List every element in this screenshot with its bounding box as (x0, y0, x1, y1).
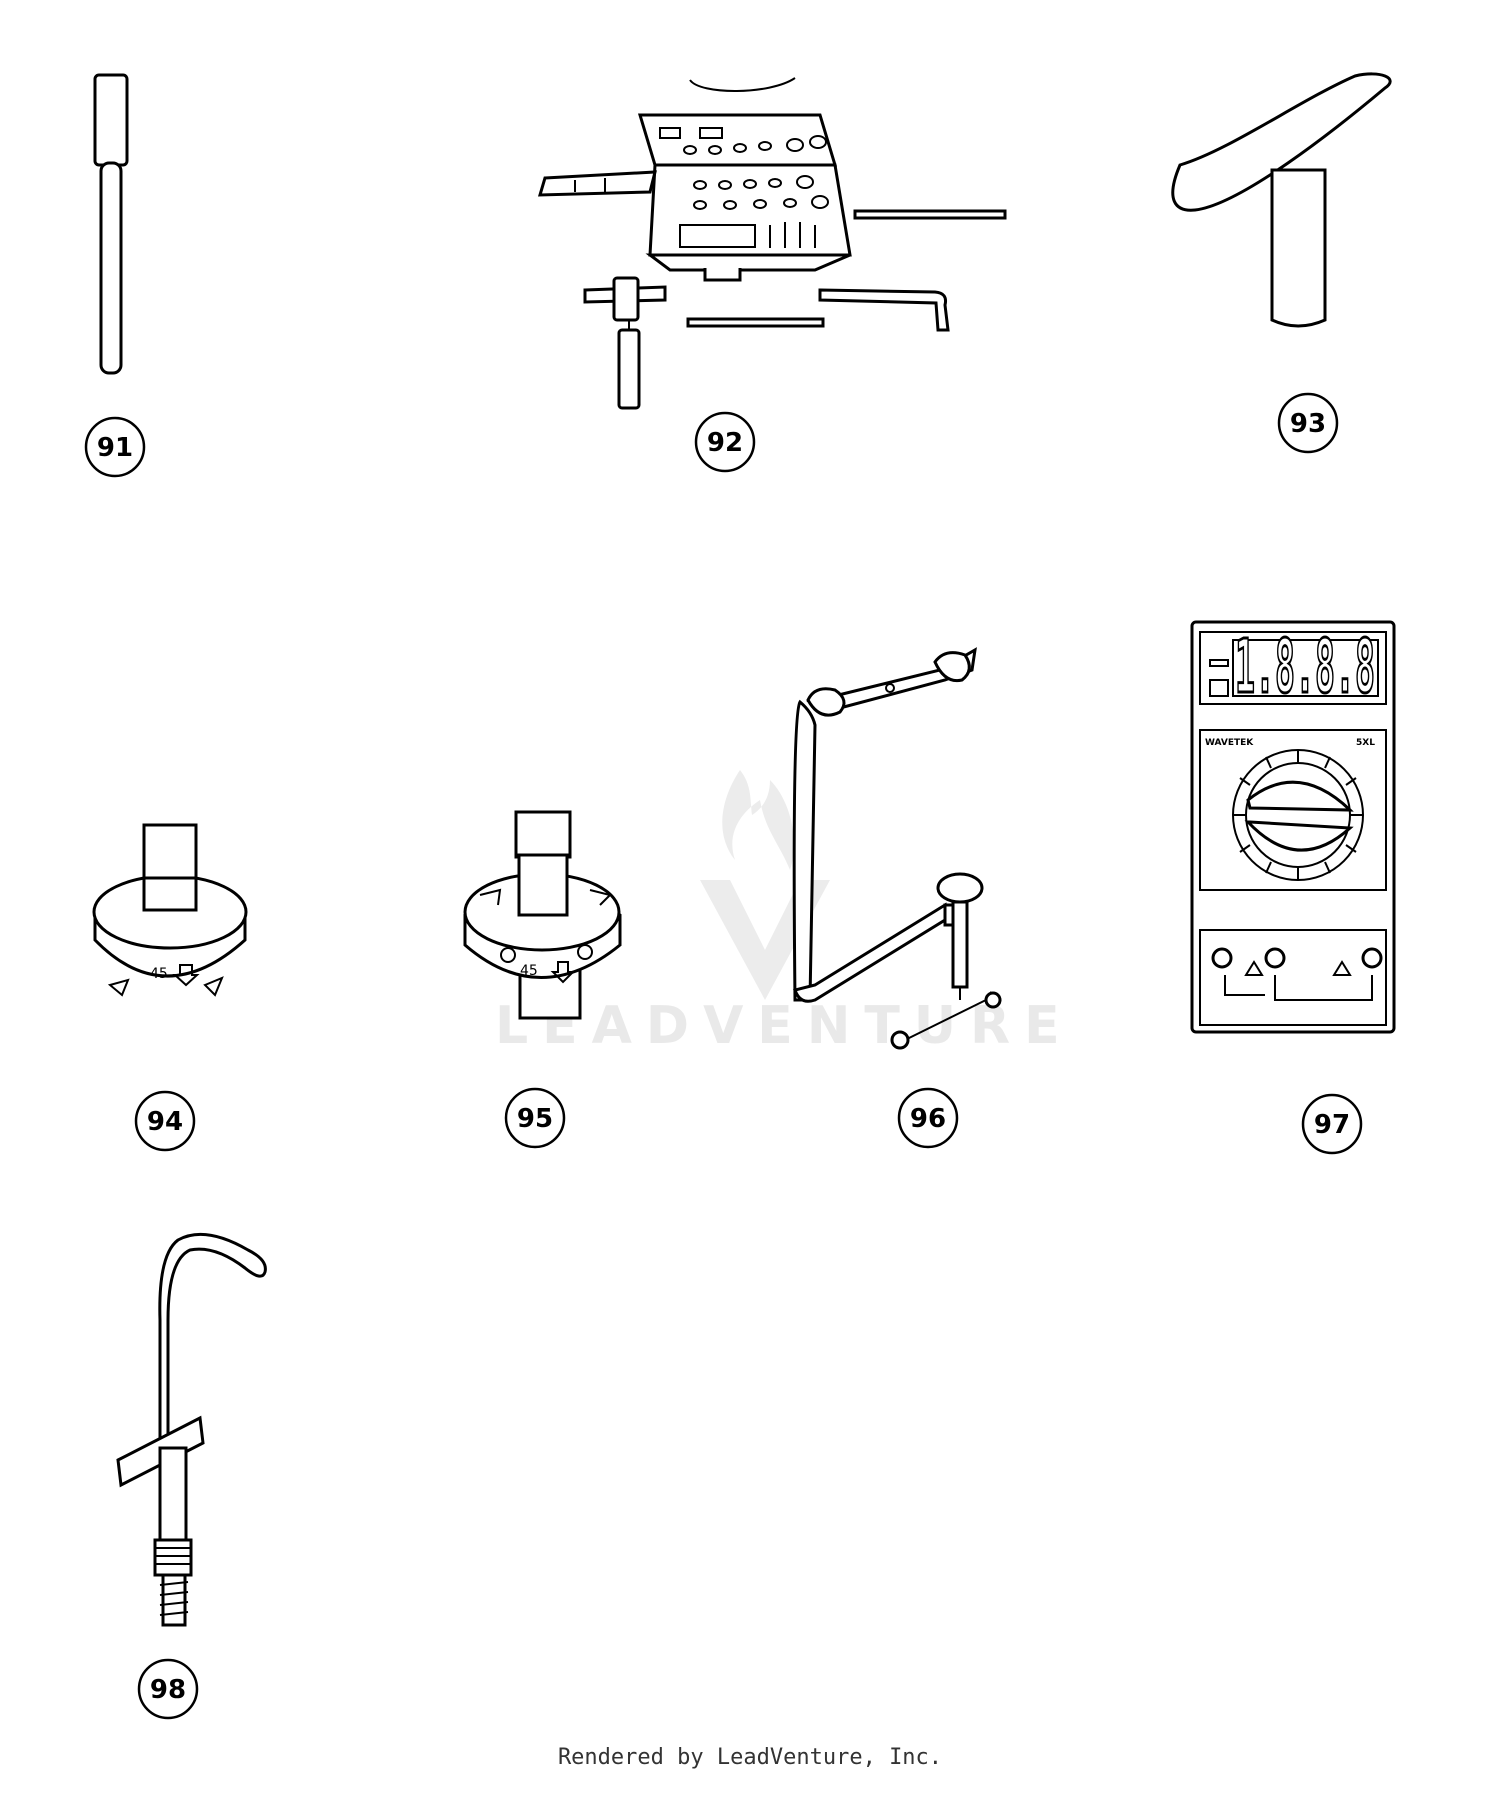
footer-credit: Rendered by LeadVenture, Inc. (557, 1745, 943, 1770)
part-92-drawing (537, 77, 1007, 410)
part-93-drawing (1171, 72, 1392, 328)
part-94-drawing: 45 (92, 823, 248, 997)
callout-94[interactable]: 94 (134, 1090, 196, 1152)
svg-text:45: 45 (150, 966, 168, 982)
part-96-drawing (792, 647, 1002, 1050)
watermark-text: LEADVENTURE (495, 996, 1074, 1056)
callout-98[interactable]: 98 (137, 1658, 199, 1720)
part-98-drawing (116, 1232, 267, 1627)
part-97-drawing: 1.8.8.8 WAVETEK 5XL (1190, 620, 1396, 1034)
callout-91[interactable]: 91 (84, 416, 146, 478)
svg-text:45: 45 (520, 963, 538, 979)
svg-text:98: 98 (150, 1675, 186, 1705)
svg-text:97: 97 (1314, 1110, 1350, 1140)
svg-text:95: 95 (517, 1104, 553, 1134)
svg-text:96: 96 (910, 1104, 946, 1134)
meter-display: 1.8.8.8 (1235, 624, 1375, 710)
svg-text:WAVETEK: WAVETEK (1205, 738, 1254, 748)
callout-96[interactable]: 96 (897, 1087, 959, 1149)
svg-text:91: 91 (97, 433, 133, 463)
svg-text:93: 93 (1290, 409, 1326, 439)
svg-text:92: 92 (707, 428, 743, 458)
callout-93[interactable]: 93 (1277, 392, 1339, 454)
part-91-drawing (93, 73, 129, 375)
callout-95[interactable]: 95 (504, 1087, 566, 1149)
callout-97[interactable]: 97 (1301, 1093, 1363, 1155)
svg-text:94: 94 (147, 1107, 183, 1137)
callout-92[interactable]: 92 (694, 411, 756, 473)
svg-text:5XL: 5XL (1356, 738, 1375, 748)
part-95-drawing: 45 (463, 810, 622, 1020)
